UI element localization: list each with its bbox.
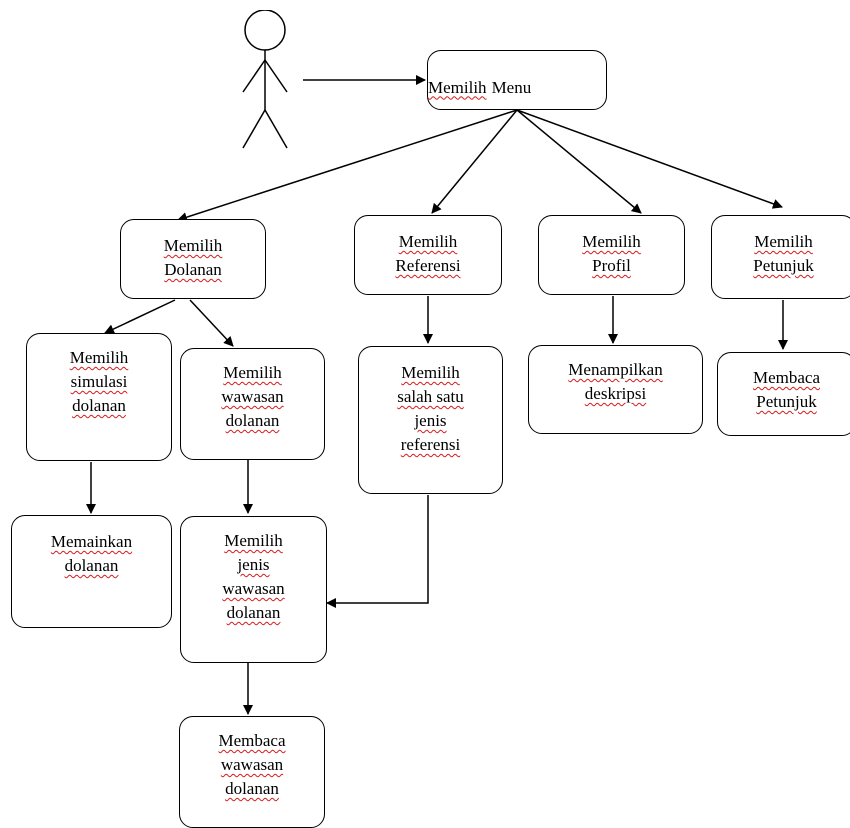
node-text-line: Memilih	[582, 232, 641, 251]
node-text-line: simulasi	[70, 372, 128, 391]
arrow-menu-to-profil	[516, 109, 642, 214]
node-text-line: Memilih	[754, 232, 813, 251]
node-text-line: Membaca	[218, 731, 286, 750]
node-text-line: Dolanan	[164, 260, 222, 279]
node-text-line: Memilih	[223, 363, 282, 382]
node-menampilkan-deskripsi: Menampilkan deskripsi	[528, 345, 703, 434]
node-text-line: Petunjuk	[753, 256, 814, 275]
node-text-line: Memilih	[428, 77, 487, 97]
node-text-line: Menu	[491, 77, 532, 97]
stick-figure-actor-icon	[242, 10, 288, 149]
node-text-line: Memilih	[224, 531, 283, 550]
arrow-menu-to-dolanan	[177, 109, 518, 222]
node-membaca-wawasan-dolanan: Membaca wawasan dolanan	[179, 716, 325, 828]
node-text-line: referensi	[400, 435, 461, 454]
node-memilih-jenis-wawasan-dolanan: Memilih jenis wawasan dolanan	[180, 516, 327, 663]
arrow-dolanan-to-wawasan	[189, 299, 234, 347]
node-text-line: jenis	[414, 411, 447, 430]
node-text-line: wawasan	[222, 579, 285, 598]
node-text-line: wawasan	[221, 387, 284, 406]
node-text-line: Memilih	[163, 236, 223, 255]
node-memainkan-dolanan: Memainkan dolanan	[11, 515, 172, 628]
node-text-line: Memainkan	[50, 532, 133, 551]
node-memilih-wawasan-dolanan: Memilih wawasan dolanan	[180, 348, 325, 460]
node-text-line: Memilih	[401, 363, 460, 382]
node-text-line: Petunjuk	[756, 392, 817, 411]
node-text-line: dolanan	[225, 779, 279, 798]
arrow-dolanan-to-simulasi	[104, 299, 176, 334]
node-memilih-salah-satu-jenis-referensi: Memilih salah satu jenis referensi	[358, 346, 503, 494]
arrow-menu-to-petunjuk	[516, 109, 783, 209]
arrow-salah-satu-to-jenis-wawasan	[326, 495, 429, 608]
node-memilih-simulasi-dolanan: Memilih simulasi dolanan	[26, 333, 172, 461]
node-text-line: dolanan	[64, 556, 119, 575]
node-text-line: wawasan	[220, 755, 284, 774]
node-text-line: Referensi	[395, 256, 461, 275]
node-text-line: Memilih	[69, 348, 129, 367]
arrow-menu-to-referensi	[431, 109, 518, 214]
node-text-line: deskripsi	[584, 384, 647, 403]
node-text-line: dolanan	[226, 603, 281, 622]
node-text-line: jenis	[237, 555, 270, 574]
node-text-line: salah satu	[397, 387, 464, 406]
node-text-line: dolanan	[72, 396, 126, 415]
node-text-line: Memilih	[398, 232, 458, 251]
node-text-line: Membaca	[752, 368, 821, 387]
node-text-line: Menampilkan	[568, 360, 663, 379]
node-text-line: Profil	[592, 256, 631, 275]
node-text-line: dolanan	[225, 411, 280, 430]
